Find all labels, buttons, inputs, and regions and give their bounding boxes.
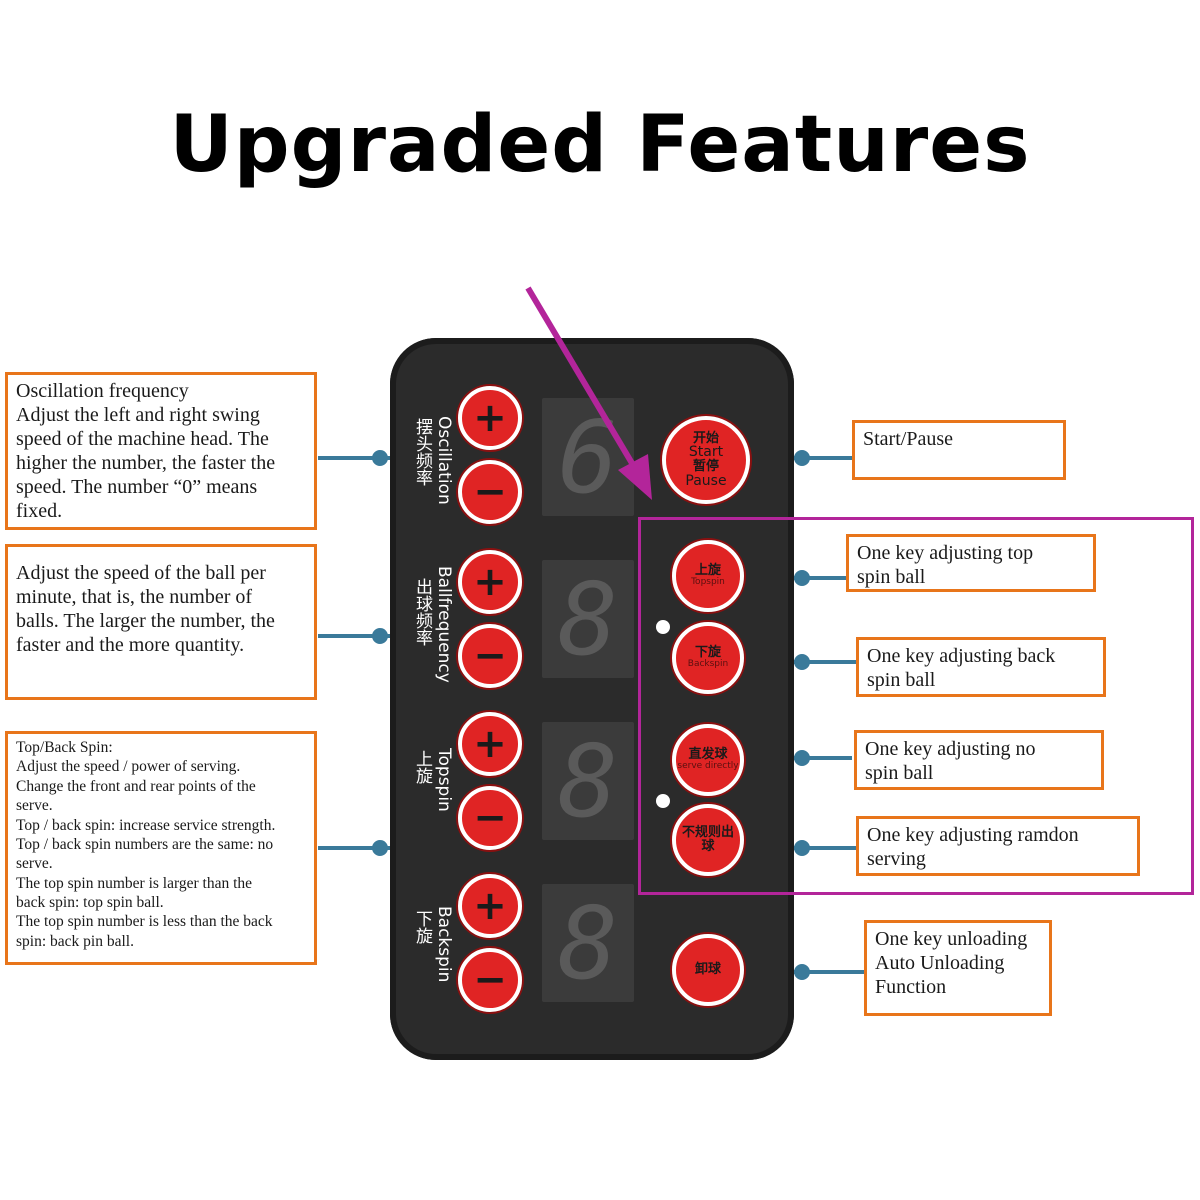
note-line: serve. xyxy=(16,855,53,873)
note-line: One key unloading xyxy=(875,928,1028,950)
frequency-plus-button[interactable]: + xyxy=(458,550,522,614)
backspin-key-button[interactable]: 下旋 Backspin xyxy=(672,622,744,694)
note-line: Change the front and rear points of the xyxy=(16,777,256,795)
topspin-label-en: Topspin xyxy=(434,748,454,812)
start-en: Start xyxy=(688,444,724,461)
pause-cn: 暂停 xyxy=(692,459,719,474)
label-en: Topspin xyxy=(434,748,454,812)
topspin-display: 8 xyxy=(542,722,634,840)
backspin-plus-button[interactable]: + xyxy=(458,874,522,938)
start-cn: 开始 xyxy=(692,430,719,446)
func-cn: 下旋 xyxy=(694,645,721,661)
topspin-key-button[interactable]: 上旋 Topspin xyxy=(672,540,744,612)
oscillation-minus-button[interactable]: − xyxy=(458,460,522,524)
topspin-note: One key adjusting top spin ball xyxy=(846,534,1096,592)
label-cn: 出球频率 xyxy=(412,578,432,646)
note-line: minute, that is, the number of xyxy=(16,586,253,608)
backspin-minus-button[interactable]: − xyxy=(458,948,522,1012)
label-en: Oscillation xyxy=(434,416,454,505)
indicator-dot xyxy=(656,620,670,634)
note-line: spin ball xyxy=(857,566,926,588)
note-line: serving xyxy=(867,848,926,870)
backspin-note: One key adjusting back spin ball xyxy=(856,637,1106,697)
note-line: spin ball xyxy=(867,669,936,691)
page-title: Upgraded Features xyxy=(169,100,1031,190)
label-cn: 摆头频率 xyxy=(412,418,432,486)
nospin-note: One key adjusting no spin ball xyxy=(854,730,1104,790)
oscillation-label: 摆头频率 xyxy=(410,418,435,486)
frequency-display: 8 xyxy=(542,560,634,678)
control-panel: + − 摆头频率 Oscillation 6 + − 出球频率 Ballfreq… xyxy=(390,338,794,1060)
frequency-minus-button[interactable]: − xyxy=(458,624,522,688)
note-line: Top/Back Spin: xyxy=(16,739,113,756)
func-cn: 上旋 xyxy=(694,563,721,579)
oscillation-plus-button[interactable]: + xyxy=(458,386,522,450)
topspin-plus-button[interactable]: + xyxy=(458,712,522,776)
pause-en: Pause xyxy=(685,472,727,489)
label-en: Backspin xyxy=(434,906,454,983)
note-line: Start/Pause xyxy=(863,428,953,450)
unloading-note: One key unloading Auto Unloading Functio… xyxy=(864,920,1052,1016)
note-line: speed of the machine head. The xyxy=(16,428,269,450)
frequency-label: 出球频率 xyxy=(410,578,435,646)
note-line: speed. The number “0” means xyxy=(16,476,258,498)
note-line: One key adjusting back xyxy=(867,645,1056,667)
note-line: fixed. xyxy=(16,500,63,522)
note-line: Oscillation frequency xyxy=(16,380,189,402)
highlight-frame xyxy=(638,517,1194,895)
func-en: serve directly xyxy=(677,761,739,772)
note-line: Top / back spin: increase service streng… xyxy=(16,816,276,834)
note-line: faster and the more quantity. xyxy=(16,634,245,656)
spin-note: Top/Back Spin: Adjust the speed / power … xyxy=(5,731,317,965)
note-line: Auto Unloading xyxy=(875,952,1005,974)
backspin-display: 8 xyxy=(542,884,634,1002)
func-cn: 卸球 xyxy=(694,962,721,978)
note-line: serve. xyxy=(16,797,53,815)
label-cn: 下旋 xyxy=(412,910,432,944)
note-line: higher the number, the faster the xyxy=(16,452,276,474)
note-line: One key adjusting top xyxy=(857,542,1034,564)
note-line: The top spin number is less than the bac… xyxy=(16,913,273,931)
note-line: spin: back pin ball. xyxy=(16,932,134,950)
func-en: Topspin xyxy=(691,577,725,588)
random-note: One key adjusting ramdon serving xyxy=(856,816,1140,876)
func-cn: 不规则出球 xyxy=(681,825,734,854)
serve-directly-button[interactable]: 直发球 serve directly xyxy=(672,724,744,796)
indicator-dot xyxy=(656,794,670,808)
random-serve-button[interactable]: 不规则出球 xyxy=(672,804,744,876)
backspin-label-en: Backspin xyxy=(434,906,454,982)
func-cn: 直发球 xyxy=(688,747,728,763)
oscillation-note: Oscillation frequency Adjust the left an… xyxy=(5,372,317,530)
oscillation-display: 6 xyxy=(542,398,634,516)
note-line: Function xyxy=(875,976,947,998)
note-line: Adjust the speed / power of serving. xyxy=(16,758,241,776)
note-line: One key adjusting ramdon xyxy=(867,824,1079,846)
topspin-label: 上旋 xyxy=(410,750,435,784)
topspin-minus-button[interactable]: − xyxy=(458,786,522,850)
note-line: The top spin number is larger than the xyxy=(16,874,253,892)
func-en: Backspin xyxy=(687,659,729,670)
note-line: back spin: top spin ball. xyxy=(16,894,164,911)
note-line: One key adjusting no xyxy=(865,738,1036,760)
note-line: Adjust the speed of the ball per xyxy=(16,562,266,584)
note-line: Top / back spin numbers are the same: no xyxy=(16,835,274,853)
note-line: spin ball xyxy=(865,762,934,784)
note-line: Adjust the left and right swing xyxy=(16,404,260,426)
frequency-label-en: Ballfrequency xyxy=(434,566,454,683)
label-en: Ballfrequency xyxy=(434,566,454,683)
start-pause-note: Start/Pause xyxy=(852,420,1066,480)
oscillation-label-en: Oscillation xyxy=(434,416,454,505)
ball-frequency-note: Adjust the speed of the ball per minute,… xyxy=(5,544,317,700)
label-cn: 上旋 xyxy=(412,750,432,784)
start-pause-button[interactable]: 开始 Start 暂停 Pause xyxy=(662,416,750,504)
unload-button[interactable]: 卸球 xyxy=(672,934,744,1006)
backspin-label: 下旋 xyxy=(410,910,435,944)
note-line: balls. The larger the number, the xyxy=(16,610,275,632)
